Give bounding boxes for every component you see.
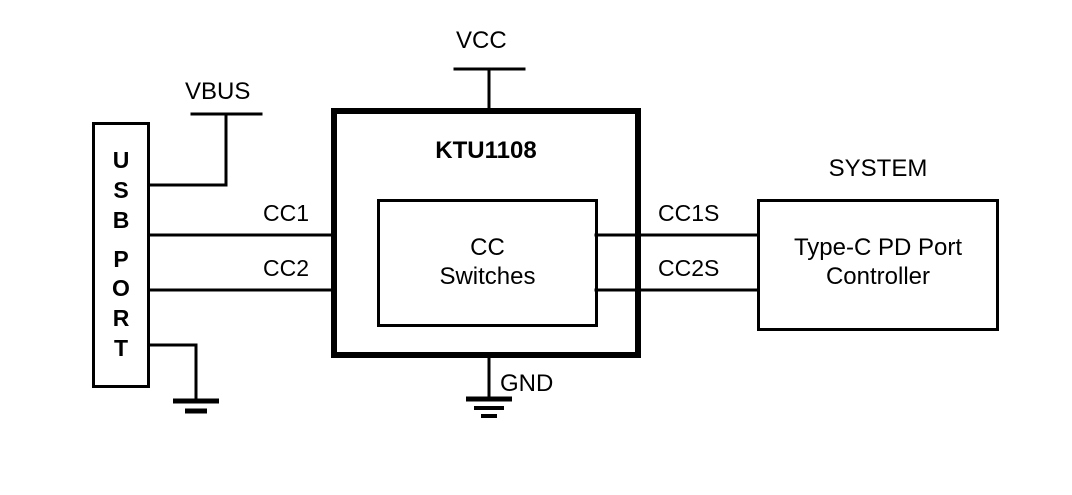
usb-port-label: U S B P O R T bbox=[92, 122, 150, 388]
system-heading: SYSTEM bbox=[828, 155, 928, 182]
vbus-wire bbox=[148, 113, 228, 187]
cc1s-label: CC1S bbox=[658, 200, 720, 226]
usb-letter-o: O bbox=[112, 275, 130, 302]
usb-letter-b: B bbox=[112, 206, 130, 233]
cc1-label: CC1 bbox=[263, 200, 310, 226]
usb-letter-p: P bbox=[113, 245, 129, 272]
cc2-label: CC2 bbox=[263, 255, 310, 281]
usb-letter-u: U bbox=[112, 146, 130, 173]
pd-controller-label-line2: Controller bbox=[825, 263, 931, 290]
cc2s-label: CC2S bbox=[658, 255, 720, 281]
cc-switches-box bbox=[377, 199, 598, 327]
usb-gnd-wire bbox=[148, 343, 198, 402]
usb-letter-t: T bbox=[113, 335, 129, 362]
usb-letter-r: R bbox=[112, 305, 130, 332]
cc-switches-label-line1: CC bbox=[470, 234, 505, 261]
vbus-label: VBUS bbox=[185, 78, 251, 105]
gnd-label: GND bbox=[500, 370, 554, 397]
cc-switches-label-line2: Switches bbox=[439, 263, 536, 290]
pd-controller-label-line1: Type-C PD Port bbox=[793, 234, 963, 261]
ktu1108-part-label: KTU1108 bbox=[435, 137, 537, 164]
usb-letter-s: S bbox=[113, 176, 129, 203]
usb-port-box bbox=[92, 122, 150, 388]
type-c-pd-controller-box bbox=[757, 199, 999, 331]
vcc-label: VCC bbox=[456, 27, 507, 54]
